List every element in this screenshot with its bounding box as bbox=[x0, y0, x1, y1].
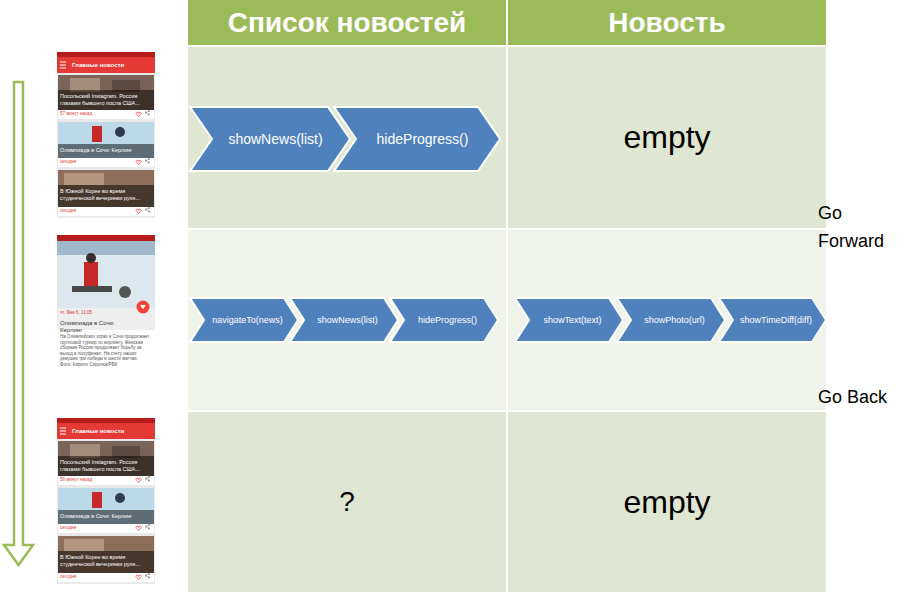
cell-text: empty bbox=[623, 119, 710, 156]
method-name: showPhoto(url) bbox=[644, 315, 705, 325]
column-header: Список новостей bbox=[188, 0, 506, 45]
chevron-outline bbox=[617, 298, 725, 342]
chevron-outline bbox=[390, 298, 498, 342]
column-header: Новость bbox=[508, 0, 826, 45]
news-headline: Олимпиада в Сочи: Керлинг bbox=[60, 513, 152, 520]
chevron-outline bbox=[190, 298, 298, 342]
chevron-step: showText(text) bbox=[515, 298, 623, 342]
table-cell bbox=[188, 47, 506, 228]
table-cell bbox=[508, 230, 826, 410]
table-cell bbox=[188, 230, 506, 410]
table-cell: empty bbox=[508, 412, 826, 592]
chevron-step: showTimeDiff(diff) bbox=[719, 298, 826, 342]
news-headline: Олимпиада в Сочи: Керлинг bbox=[60, 147, 152, 154]
chevron-step: hideProgress() bbox=[334, 107, 500, 171]
navigation-note: Go Back bbox=[818, 382, 910, 412]
news-headline: Посольский Instagram. Россия глазами быв… bbox=[60, 459, 152, 473]
toolbar-title: Главные новости bbox=[72, 428, 124, 435]
chevron-outline bbox=[334, 107, 500, 171]
news-time: сегодня bbox=[60, 526, 76, 531]
news-headline: В Южной Корее во время студенческой вече… bbox=[60, 188, 152, 202]
chevron-step: showNews(list) bbox=[290, 298, 398, 342]
news-date: чт, Фев 6, 11:05 bbox=[60, 311, 92, 316]
chevron-outline bbox=[515, 298, 623, 342]
table-cell: ? bbox=[188, 412, 506, 592]
method-name: showNews(list) bbox=[228, 131, 322, 147]
phone-screenshot bbox=[57, 52, 155, 218]
news-headline: Посольский Instagram. Россия глазами быв… bbox=[60, 93, 152, 107]
method-name: showTimeDiff(diff) bbox=[740, 315, 812, 325]
chevron-outline bbox=[190, 107, 350, 171]
method-name: hideProgress() bbox=[377, 131, 469, 147]
navigation-note: Go Forward bbox=[818, 199, 910, 255]
news-time: сегодня bbox=[60, 160, 76, 165]
news-time: 56 минут назад bbox=[60, 478, 92, 483]
news-time: сегодня bbox=[60, 209, 76, 214]
time-arrow bbox=[4, 82, 33, 565]
news-headline: В Южной Корее во время студенческой вече… bbox=[60, 554, 152, 568]
phone-screenshot bbox=[57, 235, 155, 410]
header-text: Новость bbox=[608, 7, 725, 39]
chevron-step: showPhoto(url) bbox=[617, 298, 725, 342]
news-body: На Олимпийских играх в Сочи продолжает г… bbox=[60, 334, 150, 368]
method-name: showText(text) bbox=[543, 315, 601, 325]
table-cell: empty bbox=[508, 47, 826, 228]
news-time: 57 минут назад bbox=[60, 112, 92, 117]
cell-text: empty bbox=[623, 484, 710, 521]
cell-text: ? bbox=[339, 486, 355, 518]
phone-screenshot bbox=[57, 418, 155, 584]
method-name: navigateTo(news) bbox=[212, 315, 283, 325]
method-name: hideProgress() bbox=[418, 315, 477, 325]
chevron-outline bbox=[290, 298, 398, 342]
news-title: Олимпиада в Сочи: Керлинг bbox=[60, 320, 136, 334]
news-time: сегодня bbox=[60, 575, 76, 580]
header-text: Список новостей bbox=[228, 7, 466, 39]
chevron-step: hideProgress() bbox=[390, 298, 498, 342]
chevron-step: showNews(list) bbox=[190, 107, 350, 171]
chevron-outline bbox=[719, 298, 826, 342]
toolbar-title: Главные новости bbox=[72, 62, 124, 69]
chevron-step: navigateTo(news) bbox=[190, 298, 298, 342]
method-name: showNews(list) bbox=[317, 315, 378, 325]
